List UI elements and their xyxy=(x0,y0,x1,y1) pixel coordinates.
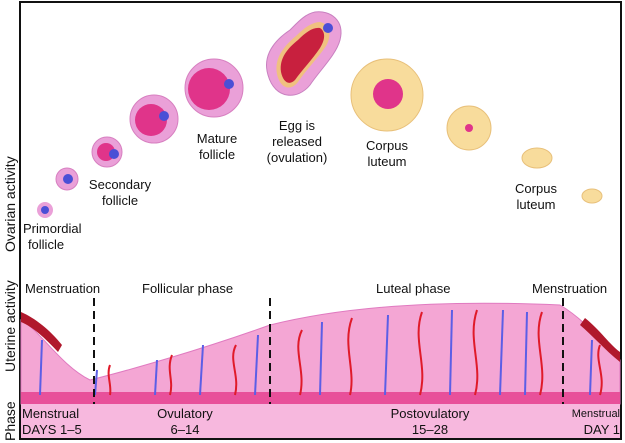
corpus-luteum-tiny-icon xyxy=(581,188,603,204)
primary-follicle-icon xyxy=(55,167,79,191)
luteal-phase-label: Luteal phase xyxy=(376,281,451,296)
growing-follicle-icon xyxy=(129,94,179,144)
phase-band xyxy=(21,404,620,438)
corpus-luteum-large-icon xyxy=(350,58,424,132)
mature-follicle-icon xyxy=(184,58,244,118)
primordial-follicle-icon xyxy=(37,202,53,218)
menstruation-label-2: Menstruation xyxy=(532,281,608,296)
secondary-follicle-icon xyxy=(91,136,123,168)
menstruation-label: Menstruation xyxy=(25,281,101,296)
corpus-luteum-small-icon xyxy=(521,147,553,169)
corpus-luteum-medium-icon xyxy=(446,105,492,151)
ovulation-follicle-icon xyxy=(266,11,342,96)
blood-vessels xyxy=(39,309,603,396)
follicular-phase-label: Follicular phase xyxy=(142,281,234,296)
